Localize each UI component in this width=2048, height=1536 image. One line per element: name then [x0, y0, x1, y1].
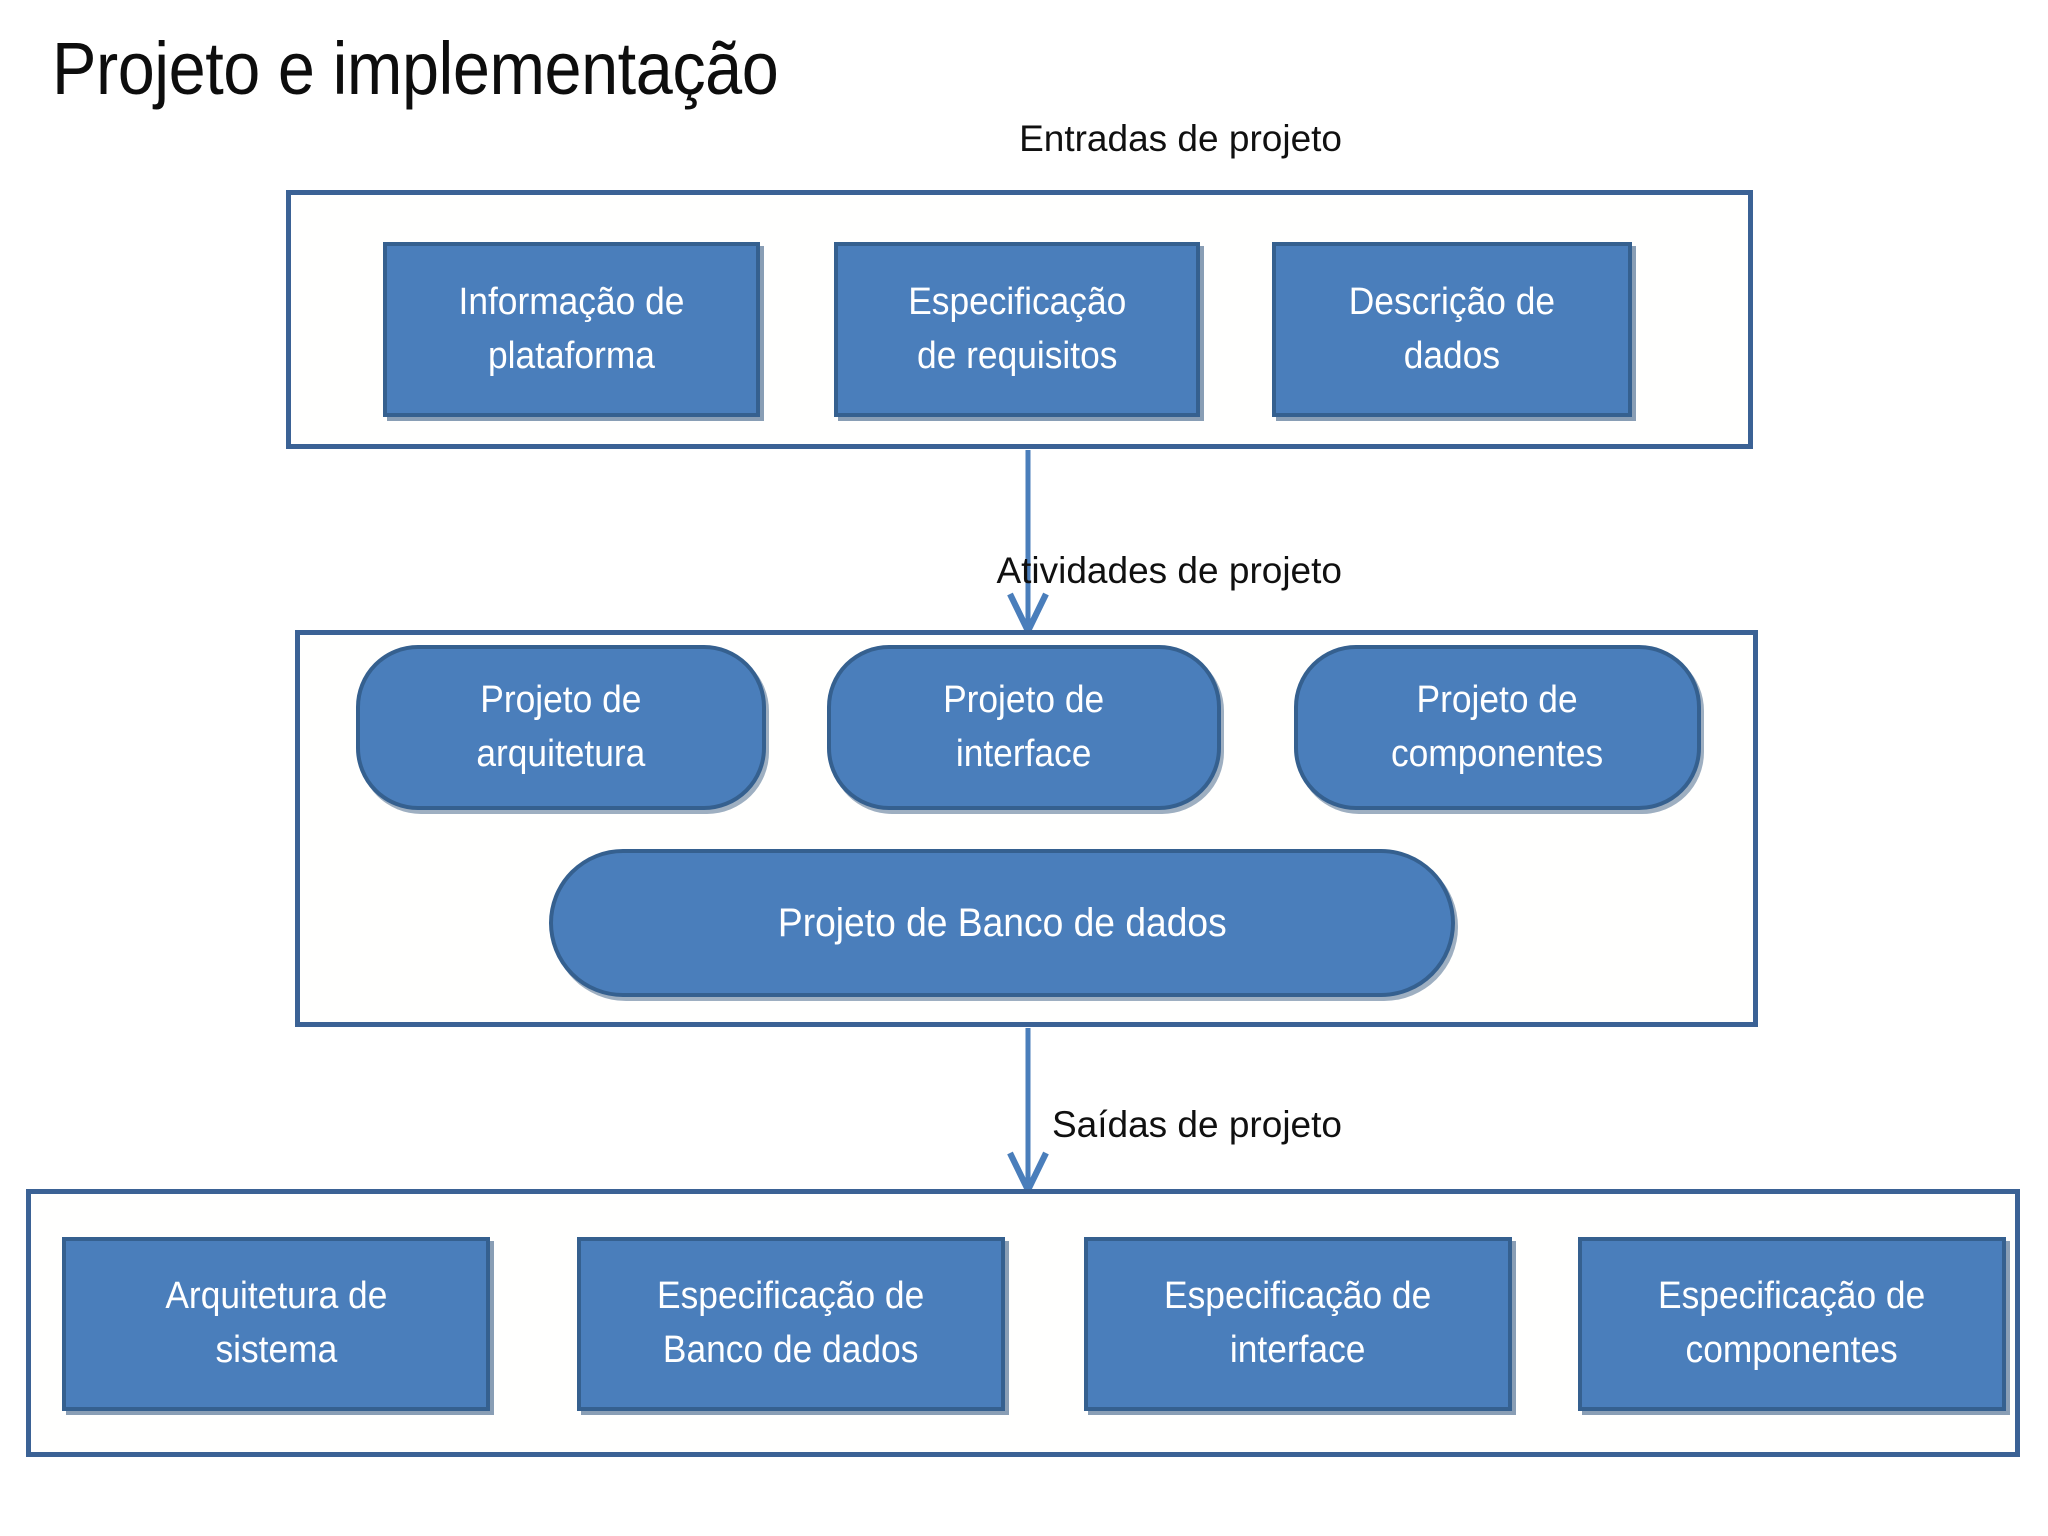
node-projeto-de-arquitetura[interactable]: Projeto de arquitetura: [356, 645, 766, 810]
node-projeto-de-componentes[interactable]: Projeto de componentes: [1294, 645, 1701, 810]
node-label: Arquitetura de sistema: [164, 1275, 388, 1371]
node-arquitetura-de-sistema[interactable]: Arquitetura de sistema: [62, 1237, 490, 1411]
node-especificacao-de-banco-de-dados[interactable]: Especificação de Banco de dados: [577, 1237, 1005, 1411]
section-caption-saidas: Saídas de projeto: [1051, 1104, 1342, 1145]
node-projeto-de-banco-de-dados[interactable]: Projeto de Banco de dados: [549, 849, 1455, 997]
node-label: Projeto de Banco de dados: [777, 900, 1227, 945]
node-projeto-de-interface[interactable]: Projeto de interface: [827, 645, 1221, 810]
page-title: Projeto e implementação: [52, 27, 779, 110]
node-especificacao-de-interface[interactable]: Especificação de interface: [1084, 1237, 1512, 1411]
node-label: Projeto de arquitetura: [476, 678, 646, 775]
node-label: Descrição de dados: [1348, 280, 1556, 377]
section-caption-atividades: Atividades de projeto: [996, 550, 1342, 591]
node-informacao-de-plataforma[interactable]: Informação de plataforma: [383, 242, 760, 417]
node-label: Especificação de Banco de dados: [657, 1275, 925, 1371]
node-especificacao-de-componentes[interactable]: Especificação de componentes: [1578, 1237, 2006, 1411]
node-label: Informação de plataforma: [458, 280, 685, 377]
node-descricao-de-dados[interactable]: Descrição de dados: [1272, 242, 1632, 417]
node-especificacao-de-requisitos[interactable]: Especificação de requisitos: [834, 242, 1200, 417]
section-caption-entradas: Entradas de projeto: [1019, 118, 1342, 159]
node-label: Especificação de requisitos: [907, 280, 1127, 377]
node-label: Projeto de interface: [943, 678, 1105, 775]
node-label: Projeto de componentes: [1391, 678, 1604, 775]
node-label: Especificação de componentes: [1658, 1275, 1926, 1371]
node-label: Especificação de interface: [1164, 1275, 1432, 1371]
